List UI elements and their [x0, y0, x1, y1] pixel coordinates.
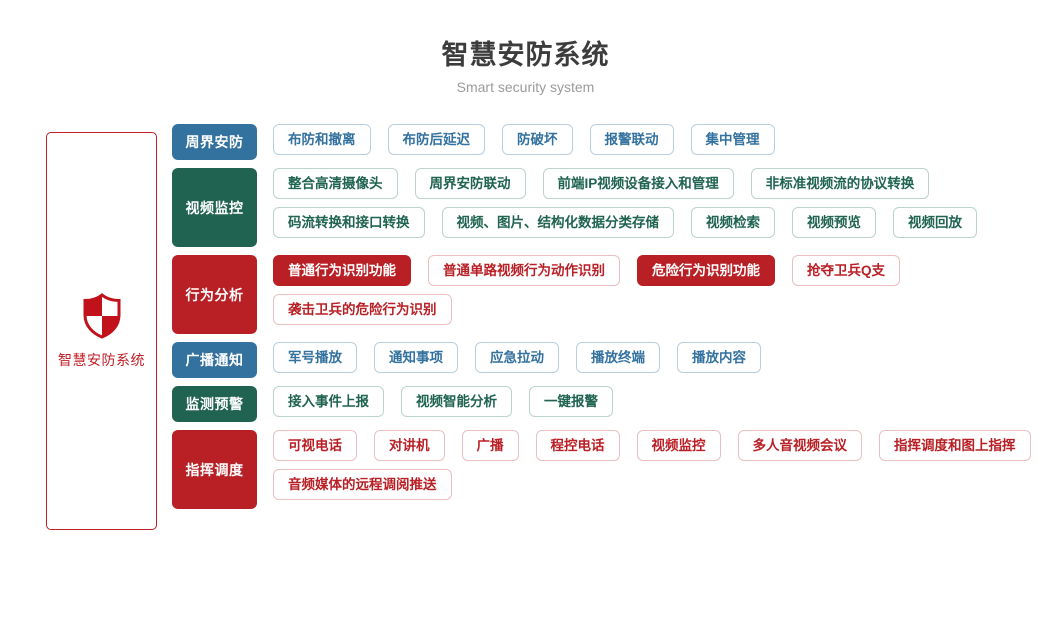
- feature-chip[interactable]: 通知事项: [374, 342, 458, 373]
- feature-chip[interactable]: 防破坏: [502, 124, 573, 155]
- feature-chip[interactable]: 视频回放: [893, 207, 977, 238]
- page-header: 智慧安防系统 Smart security system: [0, 0, 1051, 96]
- feature-chip[interactable]: 军号播放: [273, 342, 357, 373]
- category-label-4[interactable]: 广播通知: [172, 342, 257, 378]
- page-title: 智慧安防系统: [441, 40, 610, 70]
- page-subtitle: Smart security system: [456, 79, 595, 95]
- feature-chip[interactable]: 集中管理: [690, 124, 775, 155]
- feature-chip[interactable]: 音频媒体的远程调阅推送: [273, 469, 452, 500]
- feature-chip[interactable]: 一键报警: [529, 386, 613, 417]
- feature-chip[interactable]: 普通单路视频行为动作识别: [428, 255, 620, 286]
- feature-chip[interactable]: 危险行为识别功能: [637, 255, 775, 286]
- feature-chip[interactable]: 广播: [461, 430, 519, 461]
- feature-chip[interactable]: 播放内容: [677, 342, 761, 373]
- feature-chip[interactable]: 视频预览: [792, 207, 876, 238]
- category-row: 周界安防布防和撤离布防后延迟防破坏报警联动集中管理: [172, 124, 1042, 160]
- feature-chip[interactable]: 普通行为识别功能: [273, 255, 411, 286]
- category-items: 整合高清摄像头周界安防联动前端IP视频设备接入和管理非标准视频流的协议转换码流转…: [257, 168, 1042, 247]
- feature-chip[interactable]: 布防和撤离: [273, 124, 371, 155]
- category-label-1[interactable]: 周界安防: [172, 124, 257, 160]
- category-rows: 周界安防布防和撤离布防后延迟防破坏报警联动集中管理视频监控整合高清摄像头周界安防…: [172, 124, 1042, 517]
- feature-chip[interactable]: 视频智能分析: [401, 386, 512, 417]
- category-row: 行为分析普通行为识别功能普通单路视频行为动作识别危险行为识别功能抢夺卫兵Q支袭击…: [172, 255, 1042, 334]
- feature-chip[interactable]: 可视电话: [273, 430, 357, 461]
- feature-chip[interactable]: 程控电话: [535, 430, 620, 461]
- feature-chip[interactable]: 抢夺卫兵Q支: [792, 255, 901, 286]
- feature-chip[interactable]: 前端IP视频设备接入和管理: [542, 168, 734, 199]
- brand-label: 智慧安防系统: [58, 351, 145, 368]
- feature-chip[interactable]: 视频检索: [691, 207, 775, 238]
- category-items: 军号播放通知事项应急拉动播放终端播放内容: [257, 342, 1042, 378]
- feature-chip[interactable]: 非标准视频流的协议转换: [750, 168, 930, 199]
- feature-chip[interactable]: 视频监控: [636, 430, 721, 461]
- category-label-5[interactable]: 监测预警: [172, 386, 257, 422]
- brand-panel: 智慧安防系统: [46, 132, 157, 530]
- feature-chip[interactable]: 视频、图片、结构化数据分类存储: [441, 207, 674, 238]
- category-items: 布防和撤离布防后延迟防破坏报警联动集中管理: [257, 124, 1042, 160]
- feature-chip[interactable]: 报警联动: [589, 124, 674, 155]
- category-row: 广播通知军号播放通知事项应急拉动播放终端播放内容: [172, 342, 1042, 378]
- feature-chip[interactable]: 多人音视频会议: [737, 430, 862, 461]
- feature-chip[interactable]: 布防后延迟: [387, 124, 485, 155]
- category-row: 视频监控整合高清摄像头周界安防联动前端IP视频设备接入和管理非标准视频流的协议转…: [172, 168, 1042, 247]
- feature-chip[interactable]: 指挥调度和图上指挥: [879, 430, 1031, 461]
- category-row: 监测预警接入事件上报视频智能分析一键报警: [172, 386, 1042, 422]
- feature-chip[interactable]: 接入事件上报: [273, 386, 384, 417]
- feature-chip[interactable]: 对讲机: [374, 430, 445, 461]
- feature-chip[interactable]: 播放终端: [576, 342, 660, 373]
- shield-icon: [82, 292, 122, 344]
- category-items: 普通行为识别功能普通单路视频行为动作识别危险行为识别功能抢夺卫兵Q支袭击卫兵的危…: [257, 255, 1042, 334]
- feature-chip[interactable]: 应急拉动: [475, 342, 559, 373]
- feature-chip[interactable]: 袭击卫兵的危险行为识别: [273, 294, 452, 325]
- category-row: 指挥调度可视电话对讲机广播程控电话视频监控多人音视频会议指挥调度和图上指挥音频媒…: [172, 430, 1042, 509]
- category-items: 可视电话对讲机广播程控电话视频监控多人音视频会议指挥调度和图上指挥音频媒体的远程…: [257, 430, 1042, 509]
- category-label-2[interactable]: 视频监控: [172, 168, 257, 247]
- feature-chip[interactable]: 整合高清摄像头: [273, 168, 398, 199]
- category-label-6[interactable]: 指挥调度: [172, 430, 257, 509]
- feature-chip[interactable]: 周界安防联动: [414, 168, 526, 199]
- category-items: 接入事件上报视频智能分析一键报警: [257, 386, 1042, 422]
- feature-chip[interactable]: 码流转换和接口转换: [273, 207, 425, 238]
- category-label-3[interactable]: 行为分析: [172, 255, 257, 334]
